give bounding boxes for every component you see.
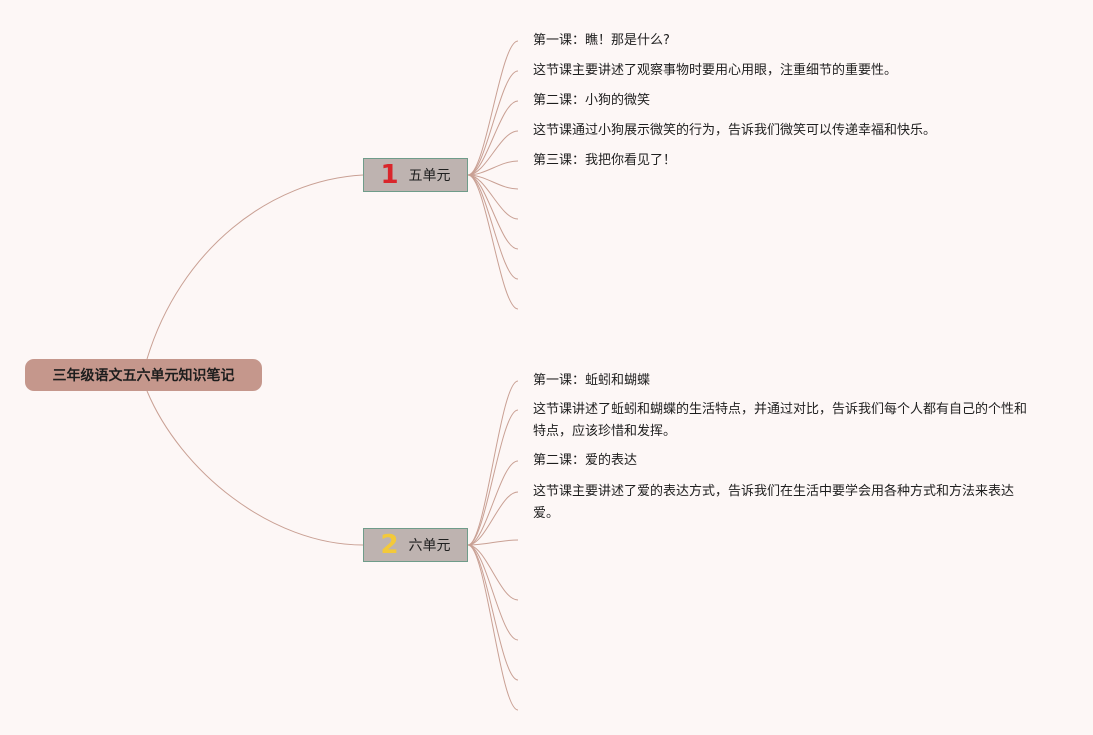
unit-topic-label: 五单元	[408, 168, 451, 184]
unit-five-link	[467, 160, 519, 176]
unit-number-badge: 2	[380, 530, 399, 560]
unit-six-link	[467, 539, 519, 546]
root-link-unit-six	[146, 390, 364, 546]
unit-six-link	[467, 409, 519, 546]
unit-six-link	[467, 544, 519, 681]
leaf-topic[interactable]: 这节课通过小狗展示微笑的行为，告诉我们微笑可以传递幸福和快乐。	[533, 123, 937, 138]
unit-number-badge: 1	[380, 160, 399, 190]
root-link-unit-five	[146, 174, 364, 360]
unit-six-link	[467, 491, 519, 546]
unit-six-link	[467, 544, 519, 711]
unit-topic-six[interactable]: 2 六单元	[363, 528, 468, 562]
root-topic[interactable]: 三年级语文五六单元知识笔记	[25, 359, 262, 391]
unit-six-link	[467, 544, 519, 641]
unit-five-link	[467, 174, 519, 220]
leaf-topic[interactable]: 第一课：瞧！那是什么?	[533, 33, 670, 48]
unit-five-link	[467, 174, 519, 310]
unit-five-link	[467, 174, 519, 280]
unit-five-link	[467, 174, 519, 250]
root-topic-label: 三年级语文五六单元知识笔记	[52, 368, 235, 384]
leaf-topic[interactable]: 第二课：爱的表达	[533, 453, 638, 468]
unit-six-link	[467, 460, 519, 546]
unit-five-link	[467, 70, 519, 176]
leaf-topic[interactable]: 第一课：蚯蚓和蝴蝶	[533, 373, 651, 388]
leaf-topic[interactable]: 这节课主要讲述了爱的表达方式，告诉我们在生活中要学会用各种方式和方法来表达爱。	[533, 484, 1015, 521]
unit-topic-label: 六单元	[408, 538, 451, 554]
unit-five-link	[467, 100, 519, 176]
leaf-topic[interactable]: 这节课讲述了蚯蚓和蝴蝶的生活特点，并通过对比，告诉我们每个人都有自己的个性和特点…	[533, 402, 1028, 439]
unit-six-link	[467, 544, 519, 601]
unit-five-link	[467, 40, 519, 176]
leaf-topic[interactable]: 第二课：小狗的微笑	[533, 93, 651, 108]
unit-six-link	[467, 380, 519, 546]
unit-topic-five[interactable]: 1 五单元	[363, 158, 468, 192]
unit-five-link	[467, 130, 519, 176]
leaf-topic[interactable]: 第三课：我把你看见了！	[533, 153, 677, 168]
leaf-topic[interactable]: 这节课主要讲述了观察事物时要用心用眼，注重细节的重要性。	[533, 63, 898, 78]
